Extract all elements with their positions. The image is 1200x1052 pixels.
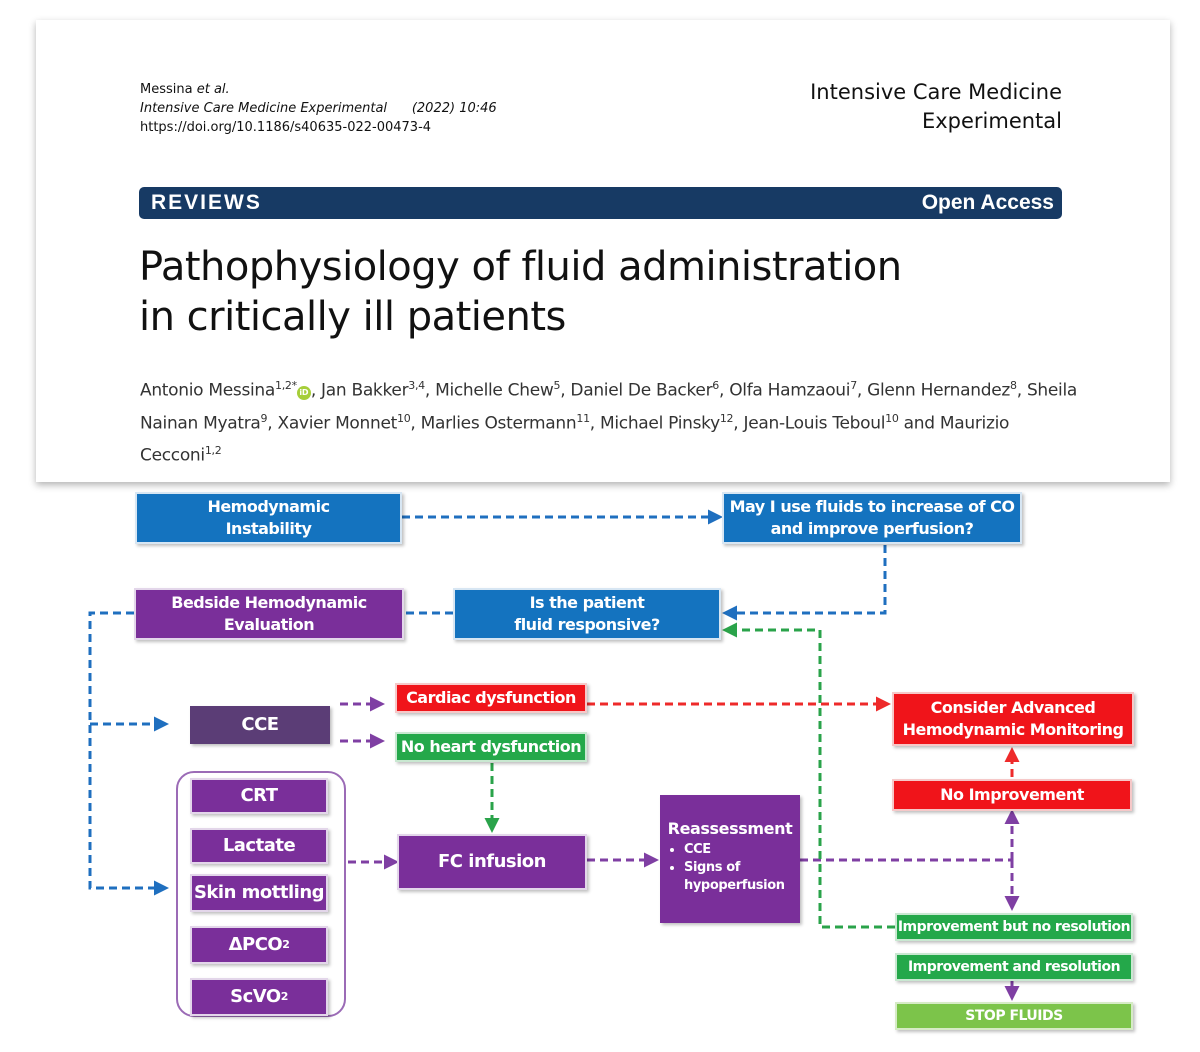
- crt-box: CRT: [190, 778, 328, 814]
- article-title: Pathophysiology of fluid administration …: [139, 242, 902, 342]
- journal-name-line2: Experimental: [921, 109, 1062, 133]
- arrow-question-to-responsive: [722, 545, 887, 621]
- author-name[interactable]: Olfa Hamzaoui: [729, 380, 851, 401]
- open-access-label: Open Access: [921, 191, 1054, 214]
- article-title-line1: Pathophysiology of fluid administration: [139, 244, 902, 290]
- arrow-improvement-loop-to-responsive: [722, 622, 895, 929]
- improvement-no-resolution-box: Improvement but no resolution: [895, 913, 1133, 941]
- author-name[interactable]: Sheila Nainan Myatra: [140, 380, 1078, 434]
- stop-fluids-box: STOP FLUIDS: [895, 1002, 1133, 1030]
- author-name[interactable]: Jan Bakker: [321, 380, 409, 401]
- author-name[interactable]: Glenn Hernandez: [867, 380, 1011, 401]
- author-affiliation: 8: [1010, 379, 1017, 392]
- author-affiliation: 11: [576, 411, 590, 425]
- lactate-box: Lactate: [190, 828, 328, 864]
- author-name[interactable]: Michael Pinsky: [600, 413, 720, 434]
- perfusion-parameters-group: [176, 771, 346, 1017]
- improvement-resolution-box: Improvement and resolution: [895, 953, 1133, 981]
- author-affiliation: 12: [719, 411, 734, 425]
- reassessment-title: Reassessment: [667, 819, 793, 838]
- journal-name: Intensive Care Medicine Experimental: [810, 78, 1062, 136]
- journal-citation: Intensive Care Medicine Experimental (20…: [140, 101, 497, 116]
- fc-infusion-box: FC infusion: [397, 834, 587, 890]
- no-heart-dysfunction-box: No heart dysfunction: [395, 732, 587, 762]
- author-affiliation: 7: [850, 379, 857, 392]
- reassessment-item-cce: CCE: [684, 841, 800, 859]
- reassessment-list: CCE Signs of hypoperfusion: [666, 841, 800, 895]
- author-affiliation: 1,2: [204, 444, 222, 458]
- cce-box: CCE: [190, 706, 330, 744]
- article-type-banner: REVIEWS Open Access: [139, 187, 1062, 219]
- author-affiliation: 10: [397, 411, 411, 425]
- arrow-bedside-left-branch: [88, 611, 169, 896]
- paper-header-card: Messina et al. Intensive Care Medicine E…: [36, 20, 1170, 482]
- article-type: REVIEWS: [151, 191, 262, 214]
- author-affiliation: 5: [553, 379, 561, 392]
- author-line: Messina et al.: [140, 82, 230, 97]
- author-affiliation: 9: [260, 411, 268, 425]
- cardiac-dysfunction-box: Cardiac dysfunction: [395, 683, 587, 713]
- author-name[interactable]: Xavier Monnet: [277, 413, 398, 434]
- author-name[interactable]: Marlies Ostermann: [420, 413, 577, 434]
- author-affiliation: 6: [712, 379, 719, 392]
- author-affiliation: 3,4: [408, 379, 425, 392]
- author-name[interactable]: Daniel De Backer: [570, 380, 713, 401]
- doi-link[interactable]: https://doi.org/10.1186/s40635-022-00473…: [140, 120, 432, 135]
- author-name[interactable]: Michelle Chew: [435, 380, 554, 401]
- author-affiliation: 10: [885, 411, 899, 425]
- orcid-icon[interactable]: iD: [296, 385, 311, 400]
- article-title-line2: in critically ill patients: [139, 294, 566, 340]
- reassessment-item-hypoperfusion: Signs of hypoperfusion: [684, 859, 800, 895]
- author-name[interactable]: Maurizio Cecconi: [140, 413, 1010, 466]
- skin-mottling-box: Skin mottling: [190, 874, 328, 912]
- reassessment-box: Reassessment CCE Signs of hypoperfusion: [660, 795, 800, 923]
- citation-block: Messina et al. Intensive Care Medicine E…: [140, 80, 497, 137]
- author-name[interactable]: Antonio Messina: [140, 380, 276, 401]
- journal-name-line1: Intensive Care Medicine: [810, 80, 1062, 104]
- no-improvement-box: No Improvement: [892, 779, 1132, 811]
- author-affiliation: 1,2*: [275, 379, 297, 392]
- author-name[interactable]: Jean-Louis Teboul: [743, 413, 886, 434]
- author-list: Antonio Messina1,2*iD, Jan Bakker3,4, Mi…: [140, 379, 1078, 466]
